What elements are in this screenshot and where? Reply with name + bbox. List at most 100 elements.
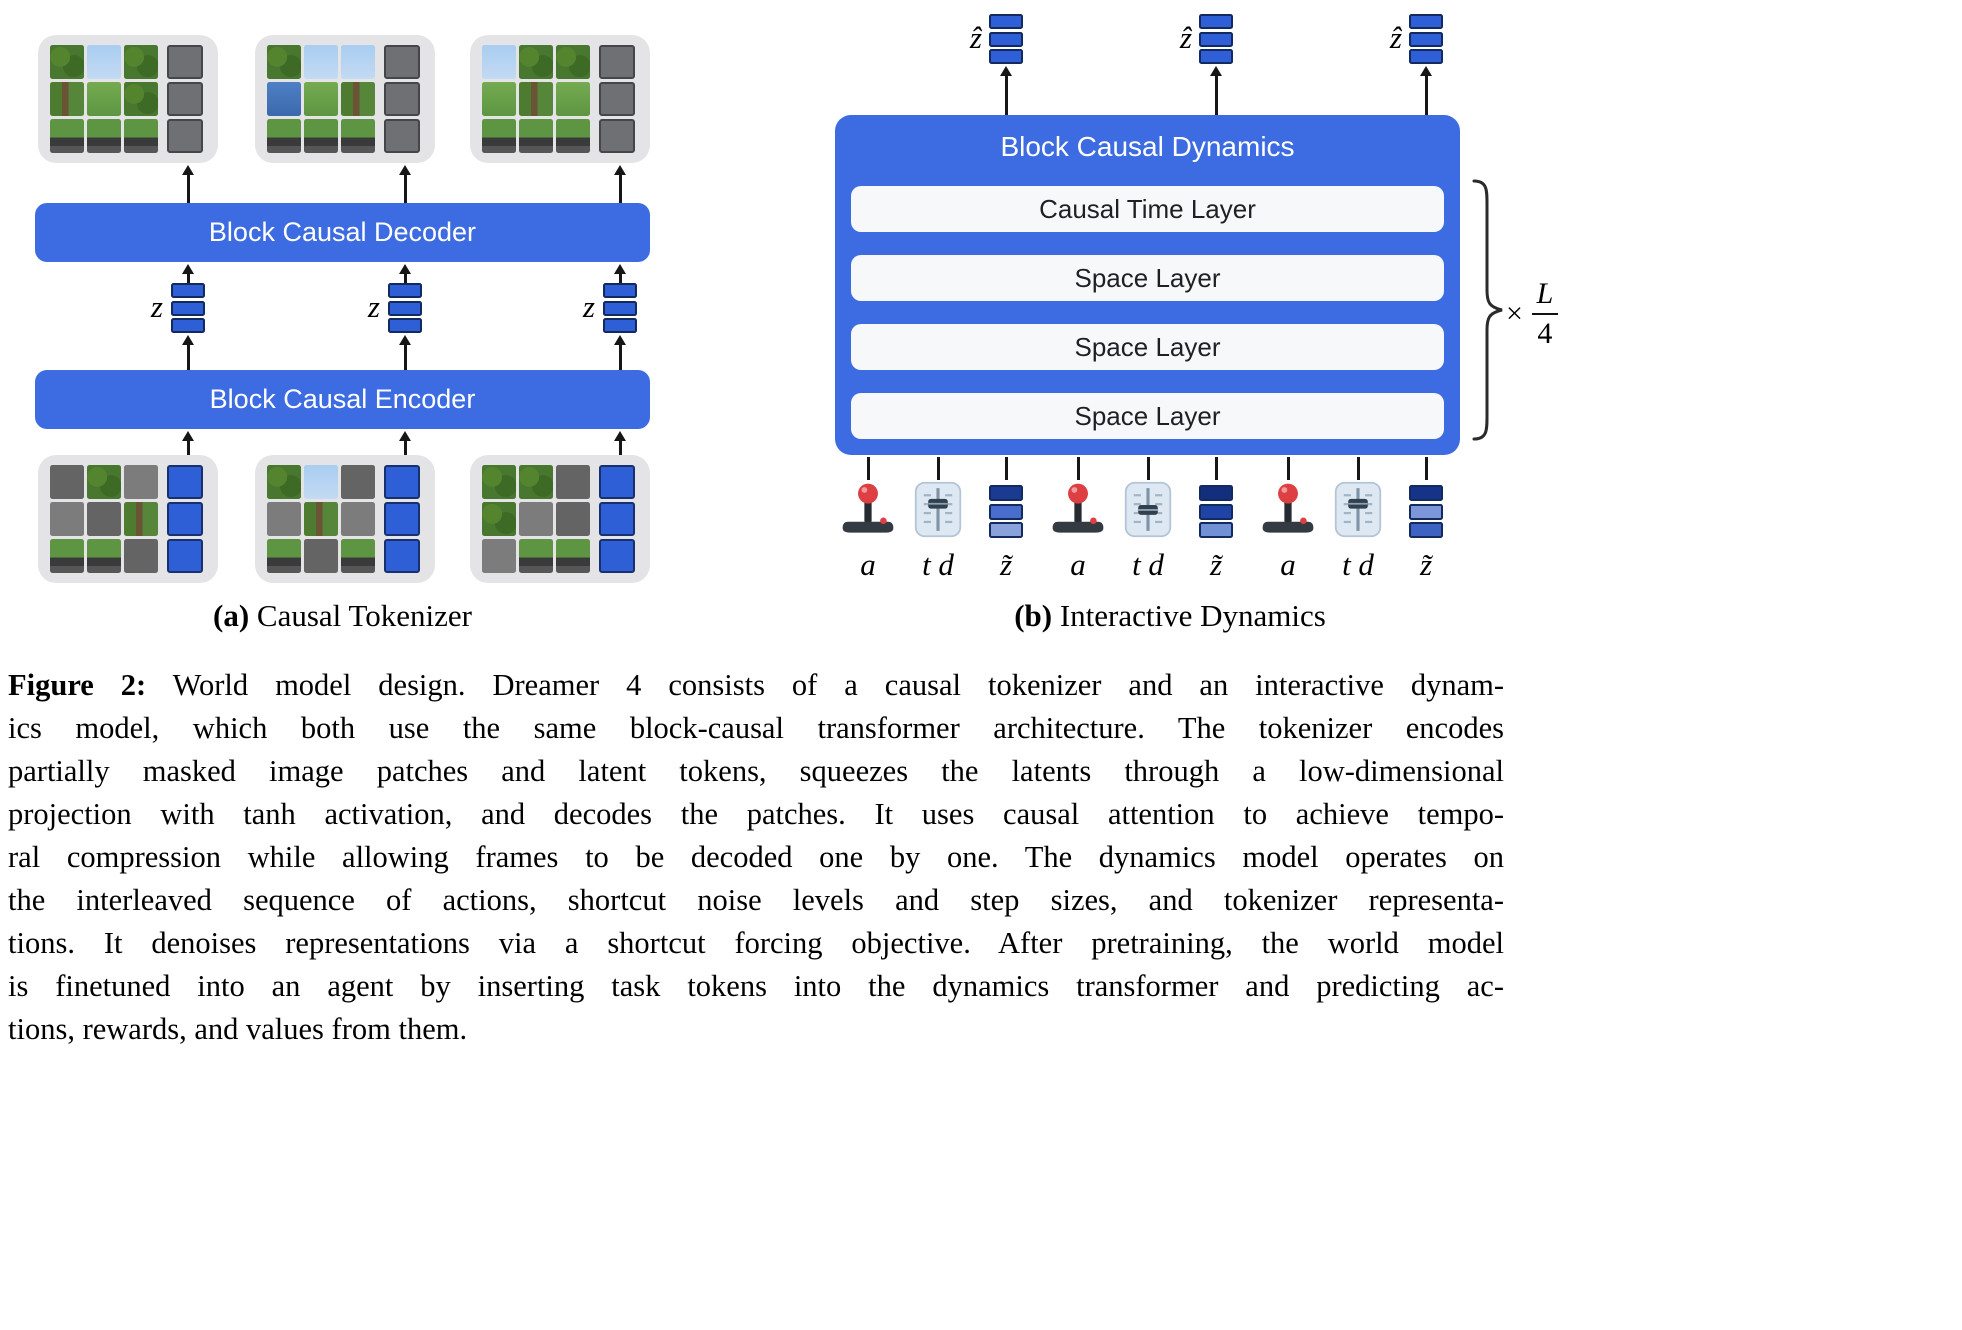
patch-grid [482,45,590,153]
grid-cell [124,82,158,116]
grid-cell [341,465,375,499]
grid-cell [482,82,516,116]
fraction-bar [1531,312,1558,315]
fader-icon [1124,481,1172,538]
fader-icon [914,481,962,538]
grid-cell [50,119,84,153]
input-label-step: t d [1132,547,1164,582]
encoder-label: Block Causal Encoder [209,384,476,414]
grid-cell [989,522,1023,538]
grid-cell [1199,49,1233,64]
grid-cell [1199,31,1233,47]
grid-cell [167,465,203,499]
grid-cell [556,45,590,79]
latent-column [167,465,203,573]
grid-cell [1409,49,1443,64]
grid-cell [599,539,635,573]
grid-cell [267,465,301,499]
grid-cell [482,465,516,499]
connector-tick [1424,457,1428,480]
noisy-latent-stack [989,485,1023,538]
patch-grid [50,465,158,573]
block-causal-encoder-bar: Block Causal Encoder [35,370,650,429]
times-symbol: × [1506,296,1523,330]
zhat-token-stack [989,14,1023,64]
grid-cell [50,539,84,573]
subcaption-b: (b) Interactive Dynamics [860,598,1480,634]
grid-cell [482,502,516,536]
grid-cell [267,45,301,79]
grid-cell [341,119,375,153]
up-arrow [186,273,190,283]
connector-tick [1356,457,1360,480]
grid-cell [87,119,121,153]
grid-cell [167,45,203,79]
input-label-action: a [1280,547,1296,582]
caption-line: ral compression while allowing frames to… [8,840,1504,874]
up-arrow [1214,75,1218,115]
up-arrow [618,344,622,370]
grid-cell [341,82,375,116]
grid-cell [989,49,1023,64]
grid-cell [603,300,637,316]
caption-line: Figure 2: World model design. Dreamer 4 … [8,664,1504,707]
grid-cell [167,502,203,536]
up-arrow [1424,75,1428,115]
grid-cell [388,318,422,333]
subcaption-b-tag: (b) [1014,598,1053,633]
grid-cell [519,539,553,573]
decoder-label: Block Causal Decoder [208,217,477,247]
block-causal-decoder-bar: Block Causal Decoder [35,203,650,262]
caption-text: World model design. Dreamer 4 consists o… [146,668,1504,702]
grid-cell [87,502,121,536]
grid-cell [482,539,516,573]
grid-cell [304,502,338,536]
grid-cell [1409,522,1443,538]
grid-cell [556,539,590,573]
connector-tick [1004,457,1008,480]
grid-cell [599,45,635,79]
fraction-numerator: L [1536,277,1554,310]
grid-cell [304,45,338,79]
z-token-stack [388,283,422,333]
grid-cell [599,502,635,536]
grid-cell [519,502,553,536]
repeat-brace [1472,179,1503,441]
grid-cell [388,300,422,316]
decoded-frame [470,35,650,163]
grid-cell [603,283,637,298]
joystick-icon [842,483,894,533]
grid-cell [1409,14,1443,29]
z-label: z [150,289,163,324]
latent-column [384,45,420,153]
grid-cell [989,503,1023,520]
grid-cell [989,14,1023,29]
noisy-latent-stack [1409,485,1443,538]
up-arrow [618,440,622,455]
grid-cell [341,539,375,573]
grid-cell [989,31,1023,47]
grid-cell [124,45,158,79]
caption-line: ics model, which both use the same block… [8,711,1504,745]
grid-cell [304,539,338,573]
zhat-label: ẑ [1389,20,1402,55]
grid-cell [171,318,205,333]
grid-cell [50,465,84,499]
grid-cell [171,300,205,316]
grid-cell [304,465,338,499]
zhat-label: ẑ [969,20,982,55]
grid-cell [482,119,516,153]
grid-cell [304,119,338,153]
grid-cell [341,502,375,536]
input-label-action: a [860,547,876,582]
fraction-denominator: 4 [1537,317,1553,350]
z-token-stack [171,283,205,333]
grid-cell [519,465,553,499]
grid-cell [124,539,158,573]
layer-space-2: Space Layer [851,324,1444,370]
subcaption-b-title: Interactive Dynamics [1059,598,1326,633]
figure-caption: Figure 2: World model design. Dreamer 4 … [8,664,1504,1051]
z-label: z [367,289,380,324]
zhat-label: ẑ [1179,20,1192,55]
connector-tick [1286,457,1290,480]
